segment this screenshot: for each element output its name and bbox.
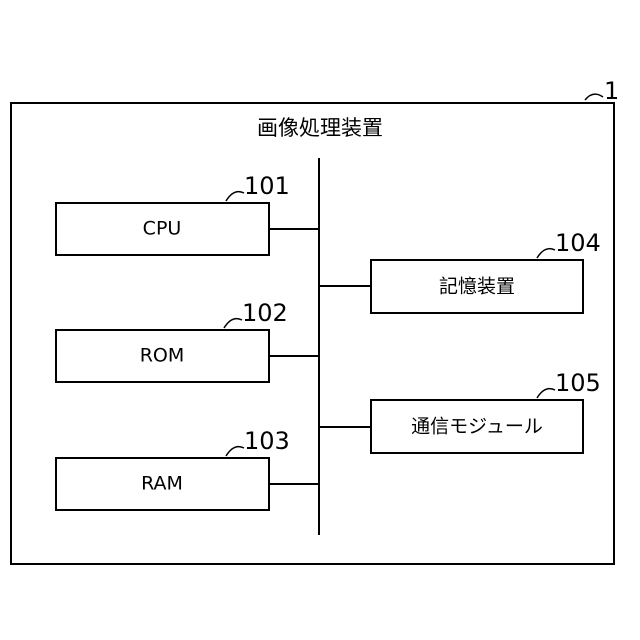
storage-label: 記憶装置 [439, 278, 515, 297]
cpu-ref-leader [226, 192, 244, 201]
device-title: 画像処理装置 [257, 118, 383, 139]
comm-ref-number: 105 [555, 371, 601, 395]
storage-ref-number: 104 [555, 231, 601, 255]
rom-label: ROM [140, 347, 185, 366]
rom-ref-number: 102 [242, 301, 288, 325]
ram-label: RAM [141, 475, 183, 494]
device-ref-leader [585, 94, 603, 100]
device-frame [11, 103, 614, 564]
rom-ref-leader [224, 319, 242, 328]
cpu-ref-number: 101 [244, 174, 290, 198]
comm-ref-leader [537, 389, 555, 398]
storage-ref-leader [537, 249, 555, 258]
device-ref-number: 1 [604, 79, 619, 103]
ram-ref-number: 103 [244, 429, 290, 453]
cpu-label: CPU [143, 220, 182, 239]
ram-ref-leader [226, 447, 244, 456]
comm-label: 通信モジュール [411, 418, 543, 437]
